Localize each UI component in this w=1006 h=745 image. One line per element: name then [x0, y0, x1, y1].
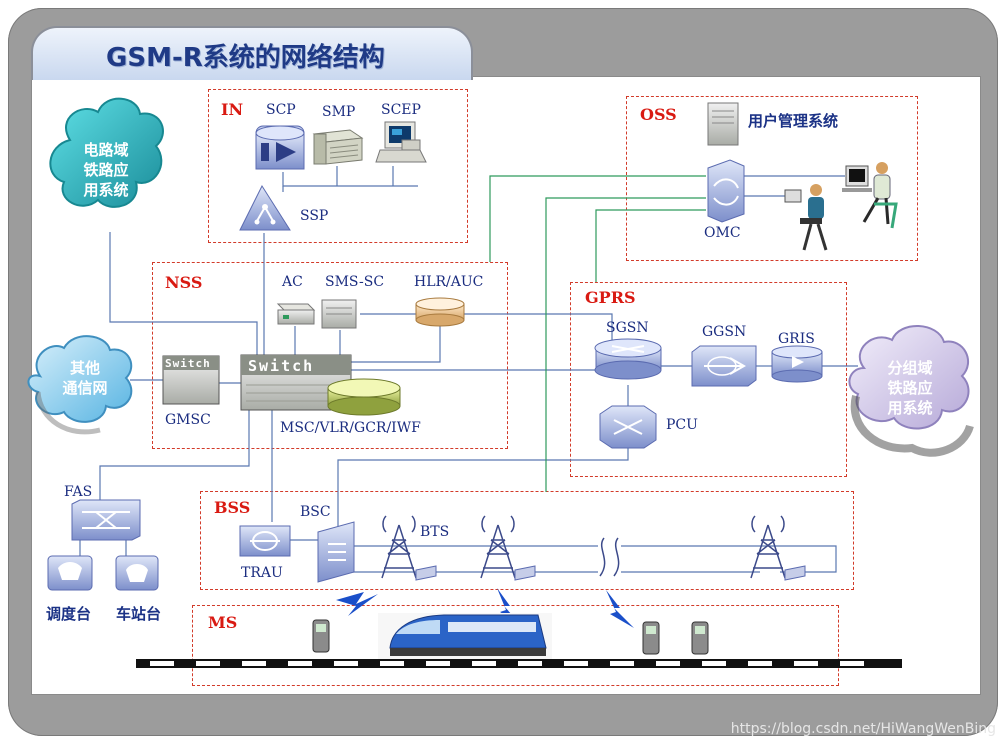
cloud-other-line-1: 其他 [69, 359, 100, 377]
gmsc-switch-icon [162, 355, 220, 405]
hlr-auc-label: HLR/AUC [414, 274, 484, 290]
mobile-phone-icon [312, 619, 709, 655]
region-bss [200, 491, 854, 590]
cloud-other-line-2: 通信网 [62, 379, 108, 397]
region-oss [626, 96, 918, 261]
bts-label: BTS [420, 524, 450, 540]
smp-label: SMP [322, 104, 356, 120]
link-break-icon [599, 537, 620, 577]
operator-workstation-icon [842, 162, 898, 229]
gris-label: GRIS [778, 331, 815, 347]
region-oss-label: OSS [640, 105, 677, 124]
smp-icon [312, 129, 364, 165]
hlr-auc-icon [415, 297, 465, 327]
msc-vlr-label: MSC/VLR/GCR/IWF [280, 420, 421, 436]
user-mgmt-label: 用户管理系统 [748, 112, 839, 130]
pcu-label: PCU [666, 417, 698, 433]
gmsc-switch-text: Switch [165, 357, 211, 370]
cloud-packet-line-2: 铁路应 [887, 379, 933, 397]
green-links [489, 175, 706, 492]
bsc-label: BSC [300, 504, 331, 520]
station-label: 车站台 [116, 605, 162, 623]
ggsn-label: GGSN [702, 324, 747, 340]
bts-tower-icon [381, 515, 786, 579]
scep-label: SCEP [381, 102, 421, 118]
region-bss-label: BSS [214, 498, 251, 517]
fas-switch-icon [71, 499, 141, 541]
pcu-router-icon [599, 405, 657, 449]
region-ms [192, 605, 839, 686]
bts-radio-units [415, 565, 806, 581]
cloud-other-text: 其他 通信网 [52, 358, 118, 398]
vlr-database-icon [327, 378, 401, 416]
dispatcher-console-icon [47, 555, 93, 591]
bsc-icon [317, 521, 355, 583]
scep-icon [375, 121, 427, 163]
sms-sc-label: SMS-SC [325, 274, 385, 290]
gmsc-label: GMSC [165, 412, 211, 428]
region-in-label: IN [221, 100, 244, 119]
sms-sc-icon [321, 299, 357, 329]
fas-label: FAS [64, 484, 93, 500]
gris-icon [771, 345, 823, 383]
cloud-circuit-line-3: 用系统 [83, 181, 129, 199]
ssp-icon [239, 184, 291, 231]
station-console-icon [115, 555, 159, 591]
cloud-circuit-text: 电路域 铁路应 用系统 [70, 140, 142, 200]
scp-label: SCP [266, 102, 296, 118]
omc-label: OMC [704, 225, 741, 241]
omc-icon [707, 159, 745, 223]
trau-label: TRAU [241, 565, 283, 581]
ac-icon [276, 303, 316, 325]
region-gprs [570, 282, 847, 477]
cloud-packet-domain [848, 325, 974, 457]
cloud-circuit-domain [49, 97, 164, 208]
blue-links [79, 166, 858, 573]
operator-seated-icon [784, 184, 828, 251]
region-ms-label: MS [208, 613, 238, 632]
ggsn-icon [691, 345, 757, 387]
sgsn-router-icon [594, 338, 662, 380]
msc-switch-text: Switch [248, 357, 315, 375]
title-tab [31, 26, 473, 80]
dispatcher-label: 调度台 [46, 605, 92, 623]
scp-icon [255, 125, 305, 170]
diagram-title: GSM-R系统的网络结构 [106, 43, 385, 73]
region-nss [152, 262, 508, 449]
railway-track [136, 659, 902, 668]
lightning-icons [336, 588, 634, 628]
cloud-packet-text: 分组域 铁路应 用系统 [874, 358, 946, 418]
cloud-packet-line-3: 用系统 [887, 399, 933, 417]
cloud-circuit-line-1: 电路域 [83, 141, 129, 159]
cloud-circuit-line-2: 铁路应 [83, 161, 129, 179]
region-nss-label: NSS [165, 273, 203, 292]
region-gprs-label: GPRS [585, 288, 636, 307]
trau-icon [239, 525, 291, 557]
ssp-label: SSP [300, 208, 329, 224]
sgsn-label: SGSN [606, 320, 649, 336]
region-in [208, 89, 468, 243]
train-icon [378, 613, 552, 659]
cloud-other-network [27, 335, 133, 435]
user-mgmt-server-icon [707, 102, 739, 146]
ac-label: AC [282, 274, 303, 290]
watermark: https://blog.csdn.net/HiWangWenBing [730, 721, 996, 737]
cloud-packet-line-1: 分组域 [887, 359, 933, 377]
